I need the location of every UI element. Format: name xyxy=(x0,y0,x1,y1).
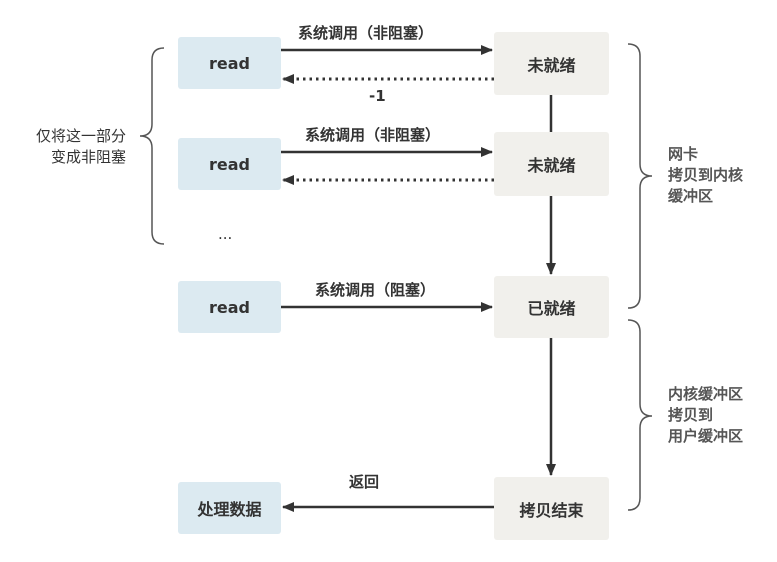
label-syscall-blocking: 系统调用（阻塞） xyxy=(315,281,436,299)
right-brace-top xyxy=(627,43,653,309)
right-bottom-line-1: 内核缓冲区 xyxy=(668,385,744,403)
right-top-line-2: 拷贝到内核 xyxy=(668,166,744,184)
copy-done-box: 拷贝结束 xyxy=(494,477,609,540)
left-note-line-2: 变成非阻塞 xyxy=(50,148,126,166)
read-box-3: read xyxy=(178,281,281,333)
read-box-1: read xyxy=(178,37,281,89)
not-ready-box-1: 未就绪 xyxy=(494,32,609,95)
label-return: 返回 xyxy=(349,473,380,491)
right-top-note: 网卡 拷贝到内核 缓冲区 xyxy=(668,144,743,207)
right-bottom-line-3: 用户缓冲区 xyxy=(668,427,744,445)
label-syscall-nonblocking-1: 系统调用（非阻塞） xyxy=(298,24,434,42)
left-note: 仅将这一部分 变成非阻塞 xyxy=(14,126,126,168)
right-bottom-line-2: 拷贝到 xyxy=(668,406,714,424)
right-top-line-1: 网卡 xyxy=(668,145,699,163)
process-data-box: 处理数据 xyxy=(178,482,281,534)
left-note-line-1: 仅将这一部分 xyxy=(35,127,126,145)
right-bottom-note: 内核缓冲区 拷贝到 用户缓冲区 xyxy=(668,384,743,447)
right-brace-bottom xyxy=(627,319,653,511)
left-brace xyxy=(139,47,165,245)
label-return-minus-one: -1 xyxy=(369,87,386,105)
label-syscall-nonblocking-2: 系统调用（非阻塞） xyxy=(305,126,441,144)
right-top-line-3: 缓冲区 xyxy=(668,187,714,205)
ellipsis: ... xyxy=(218,225,233,243)
ready-box: 已就绪 xyxy=(494,276,609,338)
not-ready-box-2: 未就绪 xyxy=(494,132,609,196)
read-box-2: read xyxy=(178,138,281,190)
